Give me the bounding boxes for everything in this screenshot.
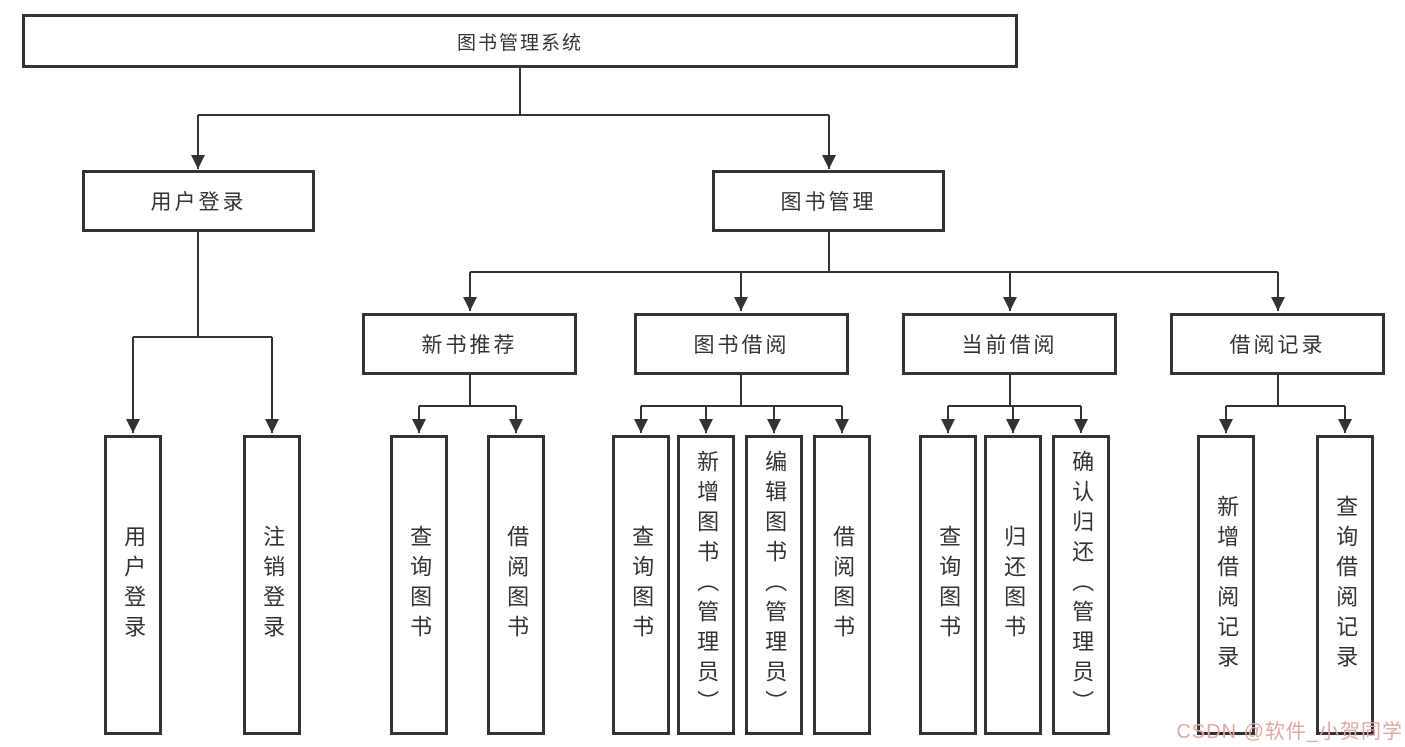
leaf-borrow-books-borrowing: 借阅图书 xyxy=(813,435,871,735)
csdn-watermark: CSDN @软件_小贺同学 xyxy=(1176,721,1403,743)
leaf-add-book-admin: 新增图书（管理员） xyxy=(677,435,735,735)
node-current-borrowing: 当前借阅 xyxy=(902,313,1117,375)
node-book-management: 图书管理 xyxy=(712,170,945,232)
leaf-logout-label: 注销登录 xyxy=(260,525,286,645)
leaf-query-books-recommend-label: 查询图书 xyxy=(407,525,433,645)
leaf-query-borrow-record: 查询借阅记录 xyxy=(1316,435,1374,735)
leaf-borrow-books-recommend: 借阅图书 xyxy=(487,435,545,735)
leaf-query-books-borrowing-label: 查询图书 xyxy=(629,525,655,645)
leaf-add-borrow-record: 新增借阅记录 xyxy=(1197,435,1255,735)
leaf-query-books-current-label: 查询图书 xyxy=(936,525,962,645)
node-book-borrowing: 图书借阅 xyxy=(634,313,849,375)
leaf-add-borrow-record-label: 新增借阅记录 xyxy=(1214,495,1240,675)
leaf-add-book-admin-label: 新增图书（管理员） xyxy=(694,450,720,720)
node-borrowing-records: 借阅记录 xyxy=(1170,313,1385,375)
node-user-login: 用户登录 xyxy=(82,170,315,232)
leaf-query-borrow-record-label: 查询借阅记录 xyxy=(1333,495,1359,675)
leaf-borrow-books-recommend-label: 借阅图书 xyxy=(504,525,530,645)
leaf-logout: 注销登录 xyxy=(243,435,301,735)
leaf-return-book-label: 归还图书 xyxy=(1001,525,1027,645)
leaf-query-books-borrowing: 查询图书 xyxy=(612,435,670,735)
node-library-system: 图书管理系统 xyxy=(22,14,1018,68)
leaf-user-login: 用户登录 xyxy=(104,435,162,735)
leaf-borrow-books-borrowing-label: 借阅图书 xyxy=(830,525,856,645)
leaf-return-book: 归还图书 xyxy=(984,435,1042,735)
leaf-confirm-return-admin-label: 确认归还（管理员） xyxy=(1069,450,1095,720)
leaf-confirm-return-admin: 确认归还（管理员） xyxy=(1052,435,1110,735)
leaf-user-login-label: 用户登录 xyxy=(121,525,147,645)
leaf-edit-book-admin: 编辑图书（管理员） xyxy=(745,435,803,735)
leaf-query-books-recommend: 查询图书 xyxy=(390,435,448,735)
node-new-book-recommend: 新书推荐 xyxy=(362,313,577,375)
leaf-edit-book-admin-label: 编辑图书（管理员） xyxy=(762,450,788,720)
leaf-query-books-current: 查询图书 xyxy=(919,435,977,735)
